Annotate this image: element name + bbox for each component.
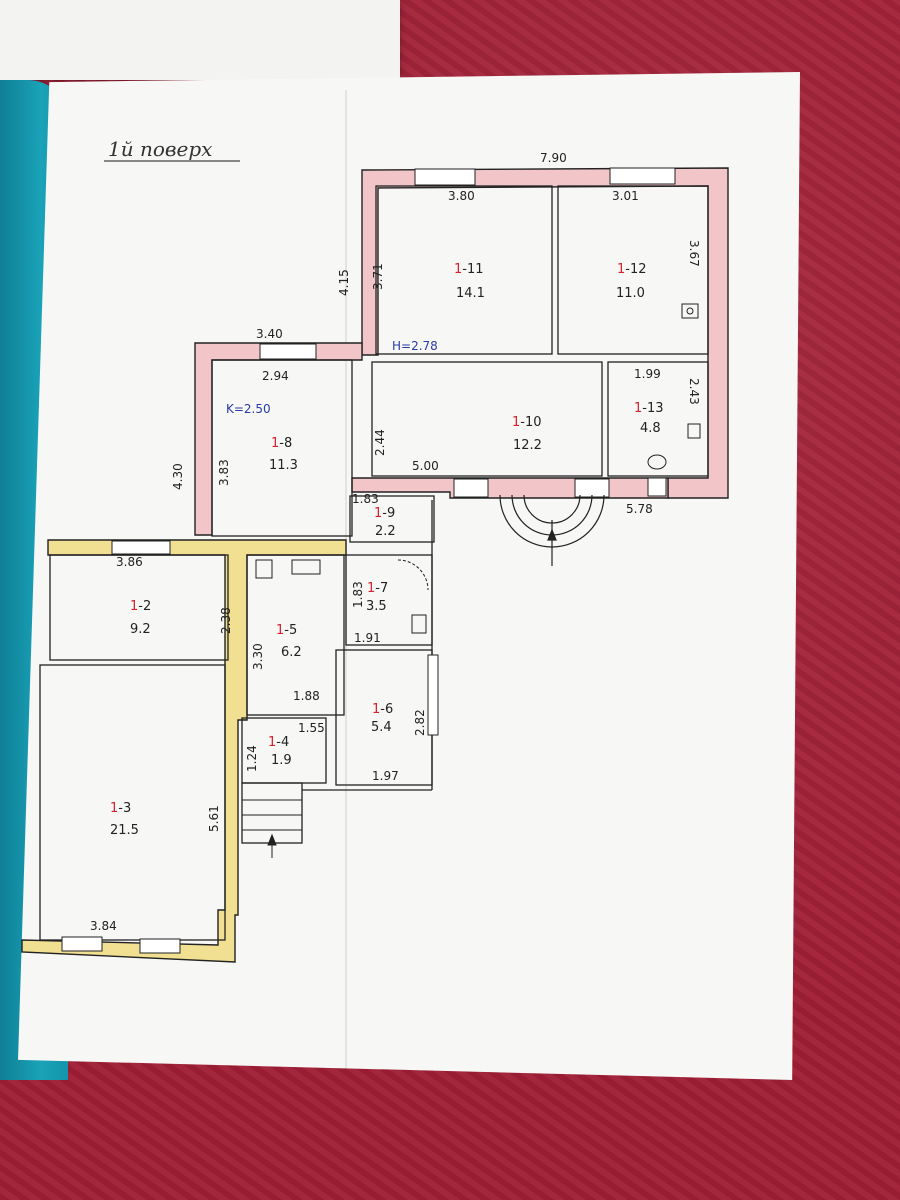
ceiling-height-note: H=2.78 <box>392 339 438 353</box>
room-area-1-3: 21.5 <box>110 823 139 838</box>
room-area-1-9: 2.2 <box>375 524 396 539</box>
height-note: K=2.50 <box>226 402 271 416</box>
room-id-1-5: 1-5 <box>276 623 297 638</box>
entrance-porch <box>499 494 605 566</box>
room-area-1-6: 5.4 <box>371 720 392 735</box>
yellow-walls <box>21 539 347 963</box>
dim-r12-width: 3.01 <box>612 189 639 203</box>
dim-r2-height: 2.38 <box>219 607 233 634</box>
room-area-1-4: 1.9 <box>271 753 292 768</box>
dim-r13-width: 1.99 <box>634 367 661 381</box>
room-id-1-8: 1-8 <box>271 436 292 451</box>
room-id-1-10: 1-10 <box>512 415 542 430</box>
room-id-1-7: 1-7 <box>367 581 388 596</box>
room-area-1-7: 3.5 <box>366 599 387 614</box>
dim-r12-height: 3.67 <box>687 240 701 267</box>
room-area-1-5: 6.2 <box>281 645 302 660</box>
dim-r5-width: 1.88 <box>293 689 320 703</box>
room-labels: 1-11 14.1 1-12 11.0 1-10 12.2 1-13 4.8 1… <box>110 262 664 838</box>
dim-r6-width: 1.97 <box>372 769 399 783</box>
dim-r10-width: 5.00 <box>412 459 439 473</box>
dim-total-width-top: 7.90 <box>540 151 567 165</box>
dimension-labels: 7.90 3.80 3.01 3.67 3.71 4.15 3.40 2.94 … <box>90 151 701 933</box>
room-id-1-9: 1-9 <box>374 506 395 521</box>
room-area-1-13: 4.8 <box>640 421 661 436</box>
room-area-1-10: 12.2 <box>513 438 542 453</box>
dim-r8-width-inner: 2.94 <box>262 369 289 383</box>
room-id-1-4: 1-4 <box>268 735 289 750</box>
dim-r8-height: 3.83 <box>217 459 231 486</box>
plan-title: 1й поверх <box>108 137 212 161</box>
dim-r11-height: 3.71 <box>371 263 385 290</box>
fixtures <box>255 303 701 634</box>
dim-r6-height: 2.82 <box>413 709 427 736</box>
dim-left-wall-top: 4.15 <box>337 269 351 296</box>
dim-r7-height: 1.83 <box>351 581 365 608</box>
dim-r13-height: 2.43 <box>687 378 701 405</box>
dim-r9-width: 1.83 <box>352 492 379 506</box>
room-id-1-3: 1-3 <box>110 801 131 816</box>
dim-r3-height: 5.61 <box>207 805 221 832</box>
dim-r11-width: 3.80 <box>448 189 475 203</box>
dim-r5-height: 3.30 <box>251 643 265 670</box>
room-area-1-12: 11.0 <box>616 286 645 301</box>
dim-r3-width: 3.84 <box>90 919 117 933</box>
dim-r2-width: 3.86 <box>116 555 143 569</box>
room-area-1-11: 14.1 <box>456 286 485 301</box>
dim-r8-width-outer: 3.40 <box>256 327 283 341</box>
underlying-sheet <box>0 0 400 80</box>
entrance-stairs <box>242 799 302 858</box>
dim-r4-width: 1.55 <box>298 721 325 735</box>
dim-r8-outer: 4.30 <box>171 463 185 490</box>
room-id-1-2: 1-2 <box>130 599 151 614</box>
dim-east-width: 5.78 <box>626 502 653 516</box>
floor-plan-paper <box>18 72 800 1080</box>
dim-r7-width: 1.91 <box>354 631 381 645</box>
room-area-1-2: 9.2 <box>130 622 151 637</box>
room-area-1-8: 11.3 <box>269 458 298 473</box>
dim-r4-height: 1.24 <box>245 745 259 772</box>
room-id-1-13: 1-13 <box>634 401 664 416</box>
dim-r10-height: 2.44 <box>373 429 387 456</box>
room-id-1-11: 1-11 <box>454 262 484 277</box>
room-id-1-12: 1-12 <box>617 262 647 277</box>
room-id-1-6: 1-6 <box>372 702 393 717</box>
